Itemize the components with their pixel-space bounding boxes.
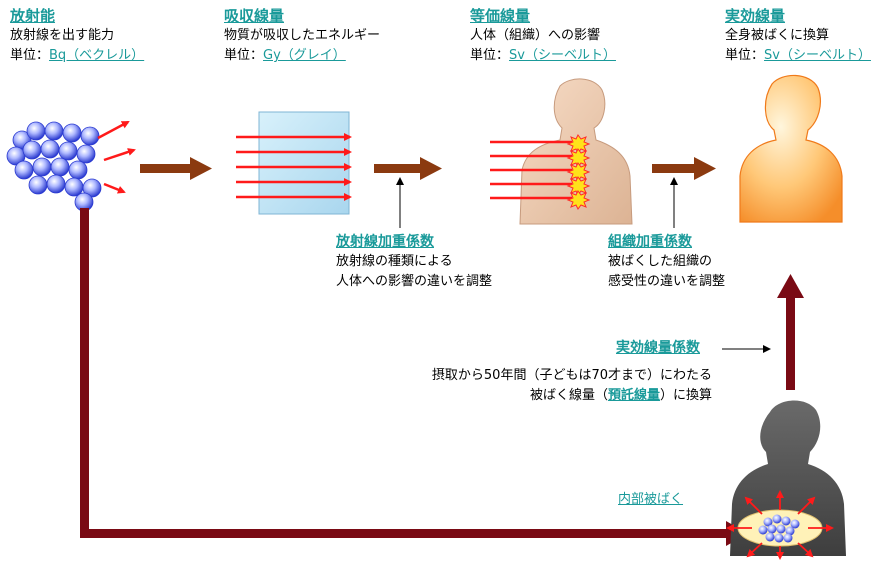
section-radioactivity: 放射能 放射線を出す能力 単位：Bq（ベクレル） bbox=[10, 6, 144, 66]
section-equivalent-dose: 等価線量 人体（組織）への影響 単位：Sv（シーベルト） bbox=[470, 6, 616, 66]
flow-arrow-3 bbox=[652, 157, 716, 180]
tissue-weighting-factor: 組織加重係数 被ばくした組織の 感受性の違いを調整 bbox=[608, 232, 725, 292]
equivalent-dose-desc: 人体（組織）への影響 bbox=[470, 28, 601, 43]
coefficient-line-2: 被ばく線量（預託線量）に換算 bbox=[372, 386, 712, 406]
committed-dose-link[interactable]: 預託線量 bbox=[607, 388, 660, 403]
effective-dose-unit-row: 単位：Sv（シーベルト） bbox=[725, 46, 871, 66]
unit-prefix: 単位： bbox=[224, 48, 264, 63]
radioactivity-desc: 放射線を出す能力 bbox=[10, 28, 115, 43]
flow-arrow-1 bbox=[140, 157, 212, 180]
radiation-beam-arrows bbox=[236, 133, 352, 201]
radiation-weighting-factor-link[interactable]: 放射線加重係数 bbox=[336, 234, 434, 250]
section-effective-dose: 実効線量 全身被ばくに換算 単位：Sv（シーベルト） bbox=[725, 6, 871, 66]
radiation-weighting-line-1: 放射線の種類による bbox=[336, 254, 453, 269]
unit-prefix: 単位： bbox=[725, 48, 765, 63]
radiation-weighting-factor: 放射線加重係数 放射線の種類による 人体への影響の違いを調整 bbox=[336, 232, 492, 292]
human-torso-figure bbox=[519, 78, 633, 225]
equivalent-dose-unit-row: 単位：Sv（シーベルト） bbox=[470, 46, 616, 66]
absorbed-dose-desc: 物質が吸収したエネルギー bbox=[224, 28, 381, 43]
internal-exposure-link[interactable]: 内部被ばく bbox=[618, 492, 684, 507]
sievert-unit-link-effective[interactable]: Sv（シーベルト） bbox=[764, 48, 871, 63]
emitted-radiation-arrows bbox=[97, 120, 136, 194]
unit-prefix: 単位： bbox=[470, 48, 510, 63]
becquerel-unit-link[interactable]: Bq（ベクレル） bbox=[49, 48, 145, 63]
tissue-weighting-line-2: 感受性の違いを調整 bbox=[608, 274, 726, 289]
tissue-weighting-factor-link[interactable]: 組織加重係数 bbox=[608, 234, 692, 250]
internal-exposure-label: 内部被ばく bbox=[618, 490, 683, 510]
whole-body-figure bbox=[739, 74, 843, 223]
tissue-hit-rays bbox=[490, 140, 572, 200]
internal-atom-cluster-icon bbox=[758, 514, 800, 543]
radiation-weighting-line-2: 人体への影響の違いを調整 bbox=[336, 274, 493, 289]
impact-burst-icons bbox=[566, 134, 591, 210]
coefficient-line-2-post: ）に換算 bbox=[659, 388, 712, 403]
atom-cluster-icon bbox=[6, 121, 102, 212]
upward-conversion-arrow bbox=[777, 274, 804, 390]
gray-unit-link[interactable]: Gy（グレイ） bbox=[263, 48, 346, 63]
effective-dose-coefficient: 実効線量係数 bbox=[616, 338, 700, 358]
coefficient-description: 摂取から50年間（子どもは70才まで）にわたる 被ばく線量（預託線量）に換算 bbox=[372, 366, 712, 406]
effective-dose-desc: 全身被ばくに換算 bbox=[725, 28, 830, 43]
radioactivity-title-link[interactable]: 放射能 bbox=[10, 7, 56, 25]
sievert-unit-link-equivalent[interactable]: Sv（シーベルト） bbox=[509, 48, 616, 63]
tissue-weighting-line-1: 被ばくした組織の bbox=[608, 254, 713, 269]
radioactivity-unit-row: 単位：Bq（ベクレル） bbox=[10, 46, 144, 66]
effective-dose-title-link[interactable]: 実効線量 bbox=[725, 7, 786, 25]
unit-prefix: 単位： bbox=[10, 48, 50, 63]
absorbed-dose-unit-row: 単位：Gy（グレイ） bbox=[224, 46, 380, 66]
flow-arrow-2 bbox=[374, 157, 442, 180]
coefficient-line-2-pre: 被ばく線量（ bbox=[529, 388, 608, 403]
absorbing-material-block bbox=[258, 111, 350, 215]
equivalent-dose-title-link[interactable]: 等価線量 bbox=[470, 7, 531, 25]
effective-dose-coefficient-link[interactable]: 実効線量係数 bbox=[616, 340, 700, 356]
absorbed-dose-title-link[interactable]: 吸収線量 bbox=[224, 7, 285, 25]
coefficient-line-1: 摂取から50年間（子どもは70才まで）にわたる bbox=[431, 368, 712, 383]
internal-radiation-arrows bbox=[726, 490, 834, 560]
section-absorbed-dose: 吸収線量 物質が吸収したエネルギー 単位：Gy（グレイ） bbox=[224, 6, 380, 66]
